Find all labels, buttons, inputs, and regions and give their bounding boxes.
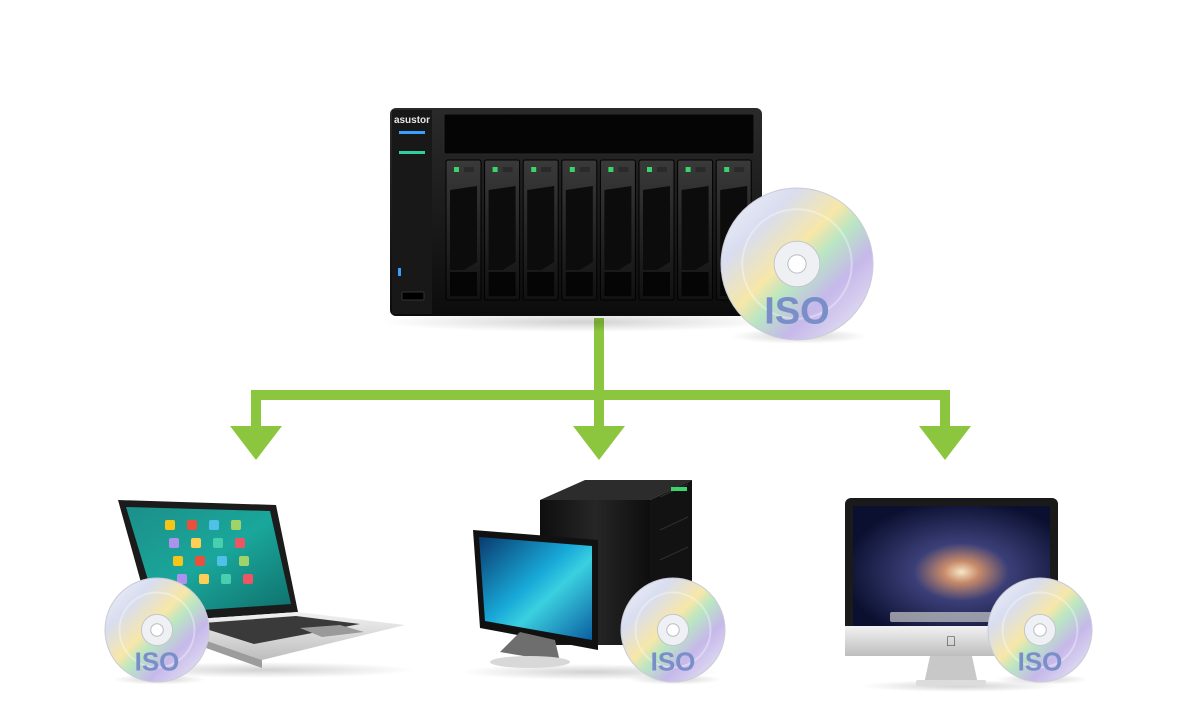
app-icon [187, 520, 197, 530]
app-icon [199, 574, 209, 584]
nas-led-blue [399, 131, 425, 134]
nas-drive-tray [599, 159, 636, 301]
nas-led-green [399, 151, 425, 154]
connector-arrows [230, 318, 971, 460]
pc-monitor-stand [500, 632, 560, 662]
laptop-touchpad [300, 625, 364, 637]
iso-label: ISO [764, 290, 829, 332]
connector-drop-middle [594, 390, 604, 428]
app-icon [177, 574, 187, 584]
iso-label: ISO [135, 647, 180, 677]
laptop-client [115, 500, 415, 678]
app-icon [231, 520, 241, 530]
app-icon [243, 574, 253, 584]
app-icon [173, 556, 183, 566]
iso-label: ISO [1018, 647, 1063, 677]
nas-drive-tray [561, 159, 598, 301]
iso-disc-imac: ISO [987, 577, 1093, 685]
drive-led [724, 167, 730, 172]
app-icon [209, 520, 219, 530]
app-icon [191, 538, 201, 548]
connector-drop-left [251, 390, 261, 428]
app-icon [221, 574, 231, 584]
drive-led [492, 167, 498, 172]
app-icon [165, 520, 175, 530]
drive-led [454, 167, 459, 172]
iso-disc-nas: ISO [720, 187, 874, 344]
pc-tower-top [540, 480, 692, 500]
nas-drive-tray [638, 159, 675, 301]
nas-drive-tray [445, 159, 482, 301]
app-icon [235, 538, 245, 548]
connector-trunk [594, 318, 604, 400]
app-icon [239, 556, 249, 566]
nas-usb-port [401, 291, 425, 301]
drive-led [685, 167, 691, 172]
pc-monitor-screen [479, 537, 592, 640]
iso-disc-desktop: ISO [620, 577, 726, 685]
pc-power-led [671, 487, 687, 491]
imac-dock [890, 612, 1010, 622]
nas-front-panel [443, 113, 755, 155]
drive-led [647, 167, 652, 172]
drive-led [531, 167, 537, 172]
app-icon [217, 556, 227, 566]
laptop-app-icons [165, 520, 253, 584]
drive-led [608, 167, 614, 172]
nas-drive-tray [522, 159, 559, 301]
nas-drive-tray [484, 159, 521, 301]
nas-port-indicator [398, 268, 401, 276]
iso-disc-laptop: ISO [104, 577, 210, 685]
connector-drop-right [940, 390, 950, 428]
app-icon [213, 538, 223, 548]
nas-device: asustor [380, 108, 780, 332]
nas-brand-logo: asustor [394, 115, 430, 126]
arrowhead-left [230, 426, 282, 460]
apple-logo-icon:  [946, 633, 957, 649]
app-icon [169, 538, 179, 548]
nas-drive-tray [677, 159, 714, 301]
imac-stand [924, 656, 978, 684]
arrowhead-right [919, 426, 971, 460]
laptop-keyboard [190, 616, 360, 644]
iso-label: ISO [651, 647, 696, 677]
app-icon [195, 556, 205, 566]
drive-led [569, 167, 575, 172]
arrowhead-middle [573, 426, 625, 460]
